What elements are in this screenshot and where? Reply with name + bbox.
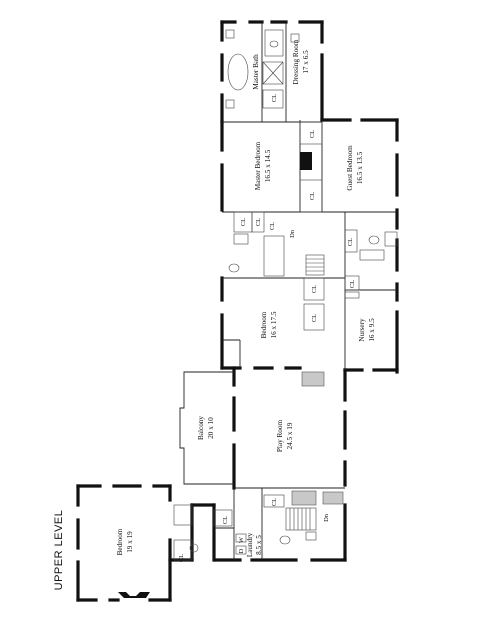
room-guest-bedroom-size: 16.5 x 13.5: [356, 151, 364, 184]
room-dressing-room-size: 17 x 6.5: [302, 50, 310, 74]
interior-walls: [214, 22, 397, 560]
room-bedroom-mid-size: 16 x 17.5: [270, 311, 278, 338]
room-labels: Master Bath Dressing Room 17 x 6.5 Maste…: [116, 39, 376, 557]
down-label: Dn: [289, 229, 296, 238]
closet-label: CL: [311, 314, 318, 322]
closet-label: CL: [178, 554, 185, 562]
room-bedroom-mid-name: Bedroom: [260, 311, 268, 338]
room-balcony-size: 20 x 10: [207, 417, 215, 439]
closet-label: CL: [349, 280, 356, 288]
closet-label: CL: [271, 94, 278, 102]
dryer-label: D: [238, 548, 245, 553]
room-nursery-name: Nursery: [358, 318, 366, 342]
room-master-bedroom-size: 16.5 x 14.5: [264, 149, 272, 182]
balcony-outline: [179, 371, 234, 485]
closet-label: CL: [271, 498, 278, 506]
closet-label: CL: [309, 130, 316, 138]
fixture-labels: CL CL CL CL CL CL Dn CL CL CL CL CL CL D…: [178, 94, 356, 562]
closet-label: CL: [309, 192, 316, 200]
fixtures: [118, 29, 398, 598]
closet-label: CL: [240, 218, 247, 226]
closet-label: CL: [347, 238, 354, 246]
room-nursery-size: 16 x 9.5: [368, 318, 376, 342]
closet-label: CL: [269, 222, 276, 230]
down-label: Dn: [323, 513, 330, 522]
room-play-room-size: 24.5 x 19: [286, 422, 294, 449]
room-laundry-name: Laundry: [246, 532, 254, 557]
room-balcony-name: Balcony: [197, 416, 205, 440]
exterior-walls: [76, 20, 399, 602]
room-laundry-size: 8.5 x 5: [255, 535, 263, 555]
closet-label: CL: [222, 516, 229, 524]
closet-label: CL: [311, 285, 318, 293]
room-guest-bedroom-name: Guest Bedroom: [346, 145, 354, 191]
closet-label: CL: [255, 218, 262, 226]
room-bedroom-left-name: Bedroom: [116, 528, 124, 555]
room-master-bedroom-name: Master Bedroom: [254, 141, 262, 190]
plan-title: UPPER LEVEL: [53, 510, 65, 591]
room-play-room-name: Play Room: [276, 420, 284, 453]
room-master-bath-name: Master Bath: [252, 54, 260, 90]
room-bedroom-left-size: 19 x 19: [126, 531, 134, 553]
washer-label: W: [238, 536, 245, 543]
room-dressing-room-name: Dressing Room: [292, 39, 300, 84]
